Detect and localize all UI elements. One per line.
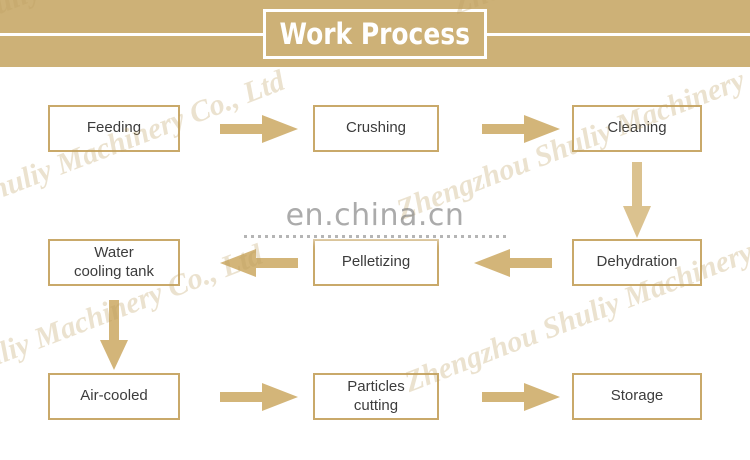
arrow-air-cooled-to-particles-cutting [220,383,298,411]
node-particles-cutting[interactable]: Particles cutting [313,373,439,420]
node-cleaning[interactable]: Cleaning [572,105,702,152]
arrow-dehydration-to-pelletizing [474,249,552,277]
node-dehydration[interactable]: Dehydration [572,239,702,286]
center-watermark-rule [244,235,506,238]
title-frame: Work Process [263,9,487,59]
arrow-feeding-to-crushing [220,115,298,143]
node-cleaning-label: Cleaning [607,119,667,137]
arrow-particles-cutting-to-storage [482,383,560,411]
node-crushing[interactable]: Crushing [313,105,439,152]
node-air-cooled-label: Air-cooled [80,387,148,405]
watermark-tile: Zhengzhou Shuliy Machinery Co., Ltd [400,197,750,399]
arrow-pelletizing-to-water-cooling [220,249,298,277]
node-particles-cutting-label-line2: cutting [353,396,399,414]
node-dehydration-label: Dehydration [596,253,678,271]
node-feeding[interactable]: Feeding [48,105,180,152]
node-storage[interactable]: Storage [572,373,702,420]
center-watermark-backdrop [236,192,522,240]
arrow-crushing-to-cleaning [482,115,560,143]
node-particles-cutting-label-line1: Particles [347,377,405,395]
arrow-cleaning-to-dehydration [623,162,651,238]
node-water-cooling-tank-label-line2: cooling tank [73,262,155,280]
header-band: Work Process [0,0,750,67]
node-feeding-label: Feeding [86,119,142,137]
node-pelletizing[interactable]: Pelletizing [313,239,439,286]
node-air-cooled[interactable]: Air-cooled [48,373,180,420]
node-water-cooling-tank-label-line1: Water [94,243,134,261]
node-pelletizing-label: Pelletizing [341,253,411,271]
arrow-water-cooling-to-air-cooled [100,300,128,370]
node-crushing-label: Crushing [345,119,407,137]
node-water-cooling-tank[interactable]: Water cooling tank [48,239,180,286]
node-storage-label: Storage [610,387,664,405]
page-title: Work Process [279,16,471,51]
